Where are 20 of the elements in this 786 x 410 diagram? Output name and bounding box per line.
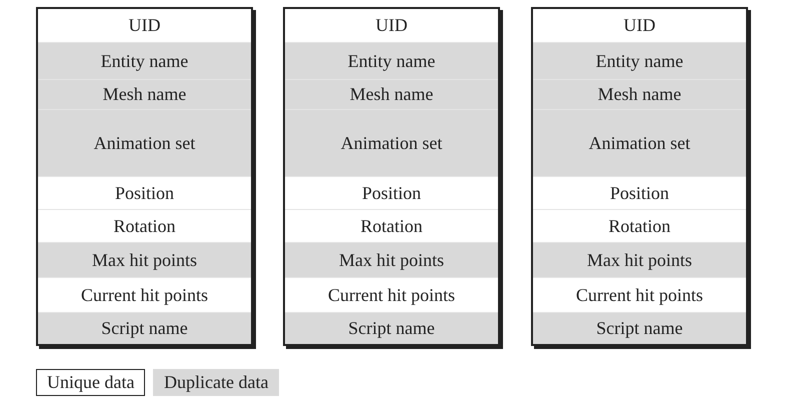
record-table — [283, 7, 500, 346]
table-row: Max hit points — [533, 242, 746, 277]
table-row: Script name — [533, 312, 746, 344]
table-row: Mesh name — [38, 79, 251, 109]
table-row: Animation set — [285, 109, 498, 176]
table-row: Entity name — [38, 42, 251, 79]
table-row: Mesh name — [285, 79, 498, 109]
table-row: Script name — [38, 312, 251, 344]
table-row: Animation set — [533, 109, 746, 176]
table-row: Entity name — [533, 42, 746, 79]
table-row: Max hit points — [38, 242, 251, 277]
legend-label: Unique data — [47, 372, 134, 393]
table-row: Animation set — [38, 109, 251, 176]
table-row: Mesh name — [533, 79, 746, 109]
record-table — [531, 7, 748, 346]
table-row: Max hit points — [285, 242, 498, 277]
legend-label: Duplicate data — [164, 372, 268, 393]
record-table — [36, 7, 253, 346]
table-row: Entity name — [285, 42, 498, 79]
table-row: Script name — [285, 312, 498, 344]
